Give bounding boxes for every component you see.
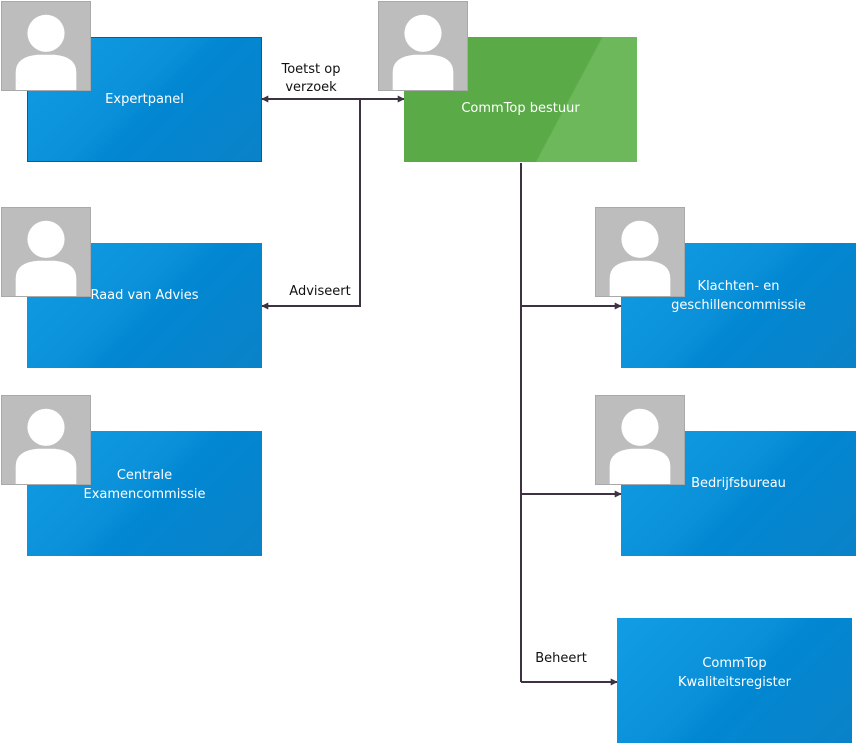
node-raad: Raad van Advies <box>27 243 262 368</box>
person-placeholder-icon <box>1 395 91 485</box>
person-placeholder-icon <box>1 1 91 91</box>
person-placeholder-icon <box>378 1 468 91</box>
person-placeholder-icon <box>1 207 91 297</box>
edge-adviseert-line <box>261 99 361 310</box>
node-register-label: CommTop Kwaliteitsregister <box>677 655 792 690</box>
person-placeholder-icon <box>595 395 685 485</box>
person-placeholder-icon <box>595 207 685 297</box>
node-examen-label: Centrale Examencommissie <box>83 467 206 502</box>
node-klachten-label: Klachten- en geschillencommissie <box>671 278 806 313</box>
node-expertpanel-label: Expertpanel <box>105 92 184 107</box>
edge-label-toetst: Toetst op verzoek <box>278 61 344 97</box>
node-register: CommTop Kwaliteitsregister <box>617 618 852 743</box>
edge-label-adviseert: Adviseert <box>286 283 354 301</box>
edge-label-beheert: Beheert <box>533 650 589 668</box>
node-bedrijfsbureau-label: Bedrijfsbureau <box>691 476 786 491</box>
node-bestuur-label: CommTop bestuur <box>461 101 580 116</box>
node-raad-label: Raad van Advies <box>90 288 199 303</box>
